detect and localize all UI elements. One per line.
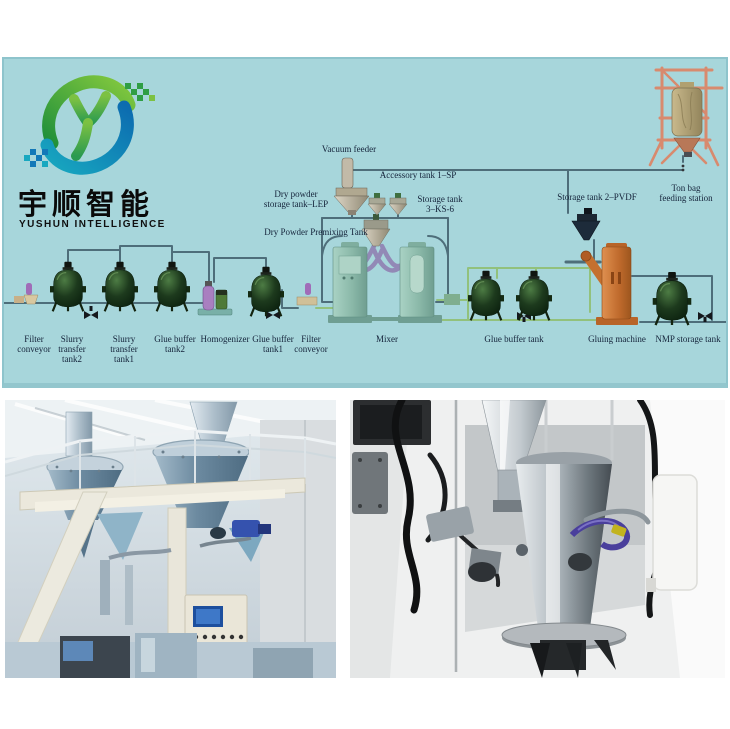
homogenizer-icon [197, 281, 233, 316]
wall-cylinder [646, 474, 698, 592]
label-storage-tank-3: Storage tank 3–KS-6 [417, 194, 463, 215]
vacuum-feeder-icon [333, 157, 370, 215]
accessory-tank-icon [367, 193, 387, 216]
label-homogenizer: Homogenizer [200, 334, 250, 344]
glue-buffer-tank-a-icon [468, 270, 504, 322]
label-storage-tank-2: Storage tank 2–PVDF [557, 192, 637, 202]
label-filter-conveyor-left: Filter conveyor [17, 334, 51, 355]
label-nmp-storage-tank: NMP storage tank [655, 334, 721, 344]
nmp-storage-tank-icon [651, 272, 693, 326]
slurry-transfer-tank2-icon [50, 261, 86, 313]
label-dry-powder-storage-tank: Dry powder storage tank–LEP [263, 189, 329, 210]
label-glue-buffer-tank: Glue buffer tank [484, 334, 544, 344]
label-dry-powder-premixing-tank: Dry Powder Premixing Tank [264, 227, 368, 237]
under-platform-equipment [97, 512, 271, 625]
label-filter-conveyor-mid: Filter conveyor [294, 334, 328, 355]
logo-checker-green [125, 83, 155, 101]
floor-machinery [5, 633, 336, 678]
ton-bag-feeding-station-icon [648, 66, 724, 167]
premixing-tank-icon [361, 214, 391, 247]
glue-buffer-tank-b-icon [516, 270, 552, 322]
label-gluing-machine: Gluing machine [588, 334, 646, 344]
label-mixer: Mixer [376, 334, 398, 344]
photo-left-production-line [5, 400, 336, 678]
valve-fittings [426, 506, 592, 582]
wall-bracket [352, 452, 388, 514]
mixer-icon [328, 242, 442, 323]
label-slurry-transfer-tank2: Slurry transfer tank2 [58, 334, 86, 365]
mixer-vessel [501, 452, 627, 678]
process-flow-diagram: 宇顺智能 YUSHUN INTELLIGENCE Vacuum feeder A… [2, 57, 728, 388]
label-accessory-tank-1: Accessory tank 1–SP [379, 170, 457, 180]
filter-conveyor-left-icon [14, 283, 39, 305]
green-line-fitting [444, 294, 460, 305]
glue-buffer-tank1-icon [248, 266, 284, 318]
glue-buffer-tank2-icon [154, 261, 190, 313]
slurry-transfer-tank1-icon [102, 261, 138, 313]
label-glue-buffer-tank1: Glue buffer tank1 [252, 334, 294, 355]
label-ton-bag-feeding-station: Ton bag feeding station [659, 183, 713, 204]
storage-tank3-icon [388, 193, 408, 216]
blue-coil-hose [569, 518, 631, 551]
photo-right-mixer-closeup [350, 400, 725, 678]
company-logo [24, 75, 155, 175]
logo-checker-blue [24, 149, 48, 167]
brand-name-en: YUSHUN INTELLIGENCE [19, 219, 166, 230]
white-platform [5, 477, 306, 673]
brand-name-cn: 宇顺智能 [18, 189, 155, 221]
gluing-machine-icon [580, 243, 638, 325]
platform-railings [5, 429, 336, 492]
storage-tank2-pvdf-icon [571, 208, 601, 241]
label-vacuum-feeder: Vacuum feeder [321, 144, 377, 154]
diagram-graphics [4, 66, 726, 326]
label-slurry-transfer-tank1: Slurry transfer tank1 [110, 334, 138, 365]
label-glue-buffer-tank2: Glue buffer tank2 [154, 334, 196, 355]
filter-conveyor-mid-icon [296, 283, 318, 306]
